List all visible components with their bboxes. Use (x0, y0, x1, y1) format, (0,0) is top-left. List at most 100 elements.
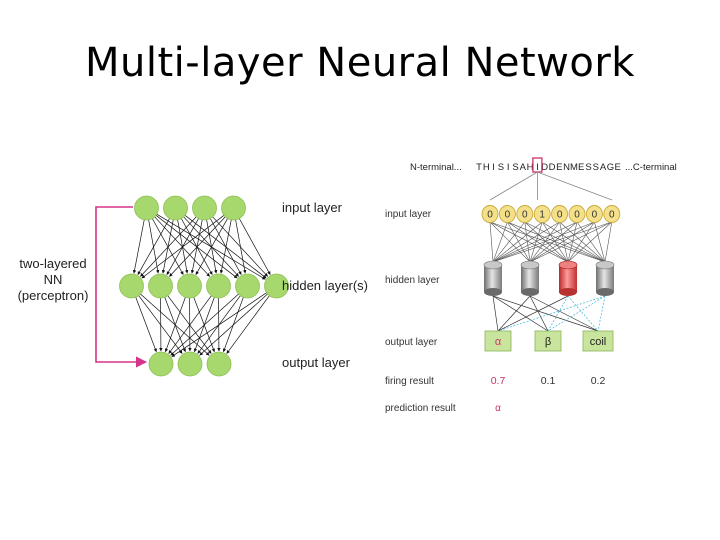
input-hidden-connection (507, 221, 606, 263)
input-bit-value: 0 (592, 210, 598, 221)
input-neuron (192, 195, 217, 221)
input-bit (481, 205, 499, 223)
hidden-output-connection (529, 295, 549, 332)
input-hidden-connection (567, 221, 595, 263)
input-hidden-connection (576, 221, 606, 263)
input-hidden-connection (492, 221, 543, 263)
firing-value: 0.1 (541, 375, 556, 387)
layer-bracket (95, 206, 148, 368)
input-bit (568, 205, 586, 223)
connection (171, 292, 267, 358)
hidden-output-connection (597, 295, 606, 332)
hidden-output-connection (497, 295, 606, 332)
input-hidden-connection (492, 221, 595, 263)
input-hidden-connection (492, 221, 526, 263)
input-hidden-connection (524, 221, 606, 263)
input-hidden-connection (492, 221, 560, 263)
input-hidden-connection (507, 221, 531, 263)
sequence-letter: H (483, 162, 490, 173)
input-hidden-connection (529, 221, 612, 263)
sequence-letter: A (520, 162, 527, 173)
hidden-layer-label: hidden layer(s) (282, 278, 368, 293)
output-neuron (177, 351, 203, 377)
input-bit (585, 205, 603, 223)
input-hidden-connection (524, 221, 569, 263)
sequence-letter: S (593, 162, 599, 173)
hidden-output-connection (492, 295, 499, 332)
hidden-neuron (235, 273, 260, 299)
firing-value: 0.7 (491, 375, 506, 387)
sequence-letter: I (536, 162, 539, 173)
sequence-letter: D (549, 162, 556, 173)
sequence-letter: G (607, 162, 614, 173)
input-hidden-connection (507, 221, 569, 263)
hidden-units (483, 260, 615, 296)
input-hidden-connection (594, 221, 606, 263)
hidden-output-connection (492, 295, 549, 332)
hidden-neuron (148, 273, 173, 299)
input-hidden-connection (489, 221, 606, 263)
input-bit (551, 205, 569, 223)
input-bit-value: 0 (574, 210, 580, 221)
connection (238, 218, 271, 275)
connection (195, 218, 228, 275)
right-hidden-layer-label: hidden layer (385, 275, 440, 286)
input-hidden-connection (492, 221, 508, 263)
sequence-letter: S (585, 162, 591, 173)
sequence-letter: S (498, 162, 504, 173)
output-neuron (206, 351, 232, 377)
hidden-neuron (177, 273, 202, 299)
prediction-result-label: prediction result (385, 403, 456, 414)
input-hidden-connection (541, 221, 569, 263)
hidden-unit (483, 260, 503, 296)
output-unit-label: coil (590, 336, 607, 348)
connection (168, 295, 212, 354)
firing-result-label: firing result (385, 376, 434, 387)
hidden-neuron (264, 273, 289, 299)
input-hidden-connection (489, 221, 531, 263)
sequence-letter: D (541, 162, 548, 173)
sequence-prefix: N-terminal... (410, 162, 462, 173)
neurons (119, 195, 289, 377)
input-hidden-connection (529, 221, 560, 263)
side-label-line-1: two-layered (19, 256, 86, 271)
hidden-unit-active (558, 260, 578, 296)
input-hidden-connection (559, 221, 569, 263)
output-unit (484, 330, 512, 352)
connection (235, 219, 247, 274)
input-bit-value: 1 (539, 210, 545, 221)
connection (140, 216, 197, 277)
sequence-letter: H (527, 162, 534, 173)
right-output-layer-label: output layer (385, 337, 438, 348)
right-input-layer-label: input layer (385, 209, 432, 220)
input-neuron (134, 195, 159, 221)
input-neuron (163, 195, 188, 221)
input-bit-value: 0 (609, 210, 615, 221)
connection (137, 218, 170, 275)
input-neuron (221, 195, 246, 221)
input-hidden-connection (524, 221, 531, 263)
sequence-letter: N (563, 162, 570, 173)
sequence-letter: I (492, 162, 495, 173)
sequence-letter: E (578, 162, 584, 173)
sequence-letter: A (600, 162, 607, 173)
output-layer-label: output layer (282, 355, 351, 370)
hidden-output-connection (567, 295, 599, 332)
hidden-output-connection (492, 295, 599, 332)
prediction-value: α (495, 403, 501, 414)
hidden-unit (595, 260, 615, 296)
side-label-line-3: (perceptron) (18, 288, 89, 303)
connection (170, 293, 239, 356)
input-hidden-connection (489, 221, 569, 263)
sequence-window-lines (489, 171, 613, 201)
connection (219, 219, 232, 274)
input-hidden-connection (604, 221, 613, 263)
firing-value: 0.2 (591, 375, 606, 387)
hidden-unit (520, 260, 540, 296)
side-label-line-2: NN (44, 272, 63, 287)
output-unit (534, 330, 562, 352)
firing-values: 0.7 0.1 0.2 (491, 375, 606, 387)
